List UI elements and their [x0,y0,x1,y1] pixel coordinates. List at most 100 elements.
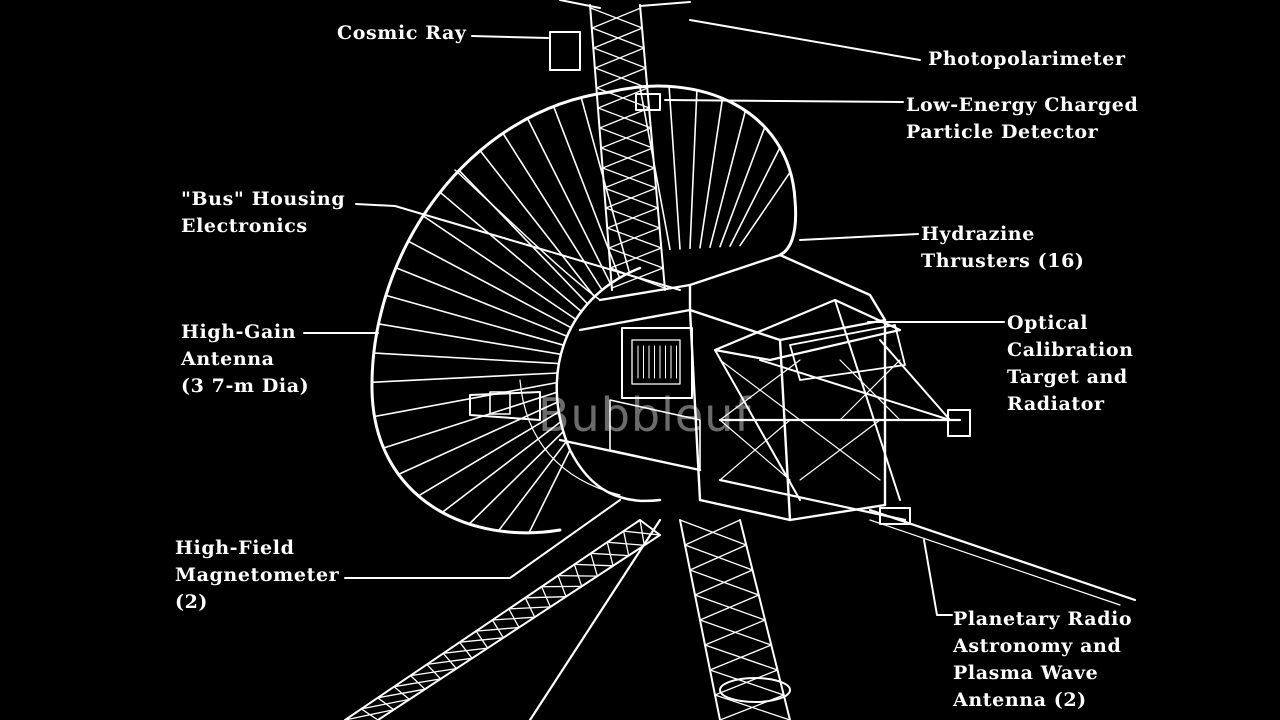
truss-member [591,7,642,29]
label-line: Hydrazine [921,223,1035,245]
dish-rib [580,96,631,274]
label-low-energy-detector: Low-Energy Charged Particle Detector [906,92,1138,146]
plasma-wave-antenna [528,508,1137,720]
label-line: Electronics [181,215,308,237]
label-line: Thrusters (16) [921,250,1085,272]
dish-rib [372,352,560,365]
truss-member [606,207,659,229]
boom-member [524,597,536,618]
label-line: Optical [1007,312,1089,334]
truss-member [594,47,645,69]
magnetometer-boom [344,519,661,720]
label-line: Magnetometer [175,564,340,586]
dish-rib [395,266,568,338]
dish-rib [441,420,562,514]
label-line: Calibration [1007,339,1134,361]
mast-member [714,669,779,696]
mast-member [684,519,741,546]
label-planetary-radio: Planetary Radio Astronomy and Plasma Wav… [953,606,1132,714]
boom-member [541,586,551,608]
dish-rib [458,169,589,305]
dish-rib [371,372,559,384]
label-line: Antenna (2) [953,689,1087,711]
dish-rib [382,391,558,449]
truss-member [600,127,652,149]
mast-member [694,569,754,596]
truss-member [602,147,654,169]
label-line: (3 7-m Dia) [181,375,310,397]
label-line: Plasma Wave [953,662,1099,684]
boom-member [508,608,520,629]
dish-rib [502,132,603,291]
boom-member [377,697,395,711]
dish-rib [729,146,781,247]
dish-rib [719,126,766,248]
truss-member [603,167,656,189]
boom-member [442,652,457,670]
dish-rib [689,89,698,250]
label-line: Planetary Radio [953,608,1133,630]
boom-member [590,552,598,577]
dish-rib [709,109,747,248]
label-line: (2) [175,591,208,613]
dish-rib [528,449,571,534]
dish-rib [439,191,583,313]
label-line: Target and [1007,366,1128,388]
label-line: Photopolarimeter [928,48,1126,70]
dish-rib [739,171,792,247]
label-line: Low-Energy Charged [906,94,1139,116]
dish-rib [422,215,577,321]
dish-rib [479,149,596,298]
bus-housing [469,253,887,522]
label-line: High-Field [175,537,295,559]
label-photopolarimeter: Photopolarimeter [928,46,1126,73]
truss-brace [719,359,801,421]
label-high-gain-antenna: High-Gain Antenna (3 7-m Dia) [181,319,309,400]
dish-rib [526,117,612,285]
truss-brace [799,419,881,481]
truss-member [608,227,661,249]
label-line: High-Gain [181,321,297,343]
mast-member [699,594,760,621]
lower-mast [679,519,791,720]
dish-rib [699,97,724,249]
top-boom [549,0,691,291]
boom-member [459,641,473,659]
boom-member [557,574,567,598]
boom-member [393,686,410,701]
boom-member [622,530,630,557]
dish-rib [407,240,572,329]
label-line: Cosmic Ray [337,22,467,44]
truss-member [592,27,644,49]
boom-member [409,674,426,690]
dish-rib [373,381,558,418]
boom-member [639,519,645,546]
truss-brace [839,359,901,421]
dish-rib [417,411,560,497]
label-line: "Bus" Housing [181,188,346,210]
high-gain-dish [370,84,798,535]
label-line: Radiator [1007,393,1105,415]
boom-member [491,619,504,639]
label-line: Antenna [181,348,275,370]
truss-member [597,87,649,109]
label-line: Particle Detector [906,121,1099,143]
truss-member [599,107,650,129]
leader-lines [303,19,1005,616]
label-line: Astronomy and [953,635,1122,657]
dish-rib [377,323,562,356]
boom-member [426,663,442,680]
mast-member [689,544,747,571]
mast-member [704,619,766,646]
truss-member [609,247,663,269]
truss-member [605,187,657,209]
label-bus-housing: "Bus" Housing Electronics [181,186,345,240]
dish-rib [385,294,565,347]
mast-member [719,694,785,720]
dish-rib [668,85,681,250]
truss-brace [719,419,791,481]
label-high-field-magnetometer: High-Field Magnetometer (2) [175,535,339,616]
label-hydrazine-thrusters: Hydrazine Thrusters (16) [921,221,1084,275]
